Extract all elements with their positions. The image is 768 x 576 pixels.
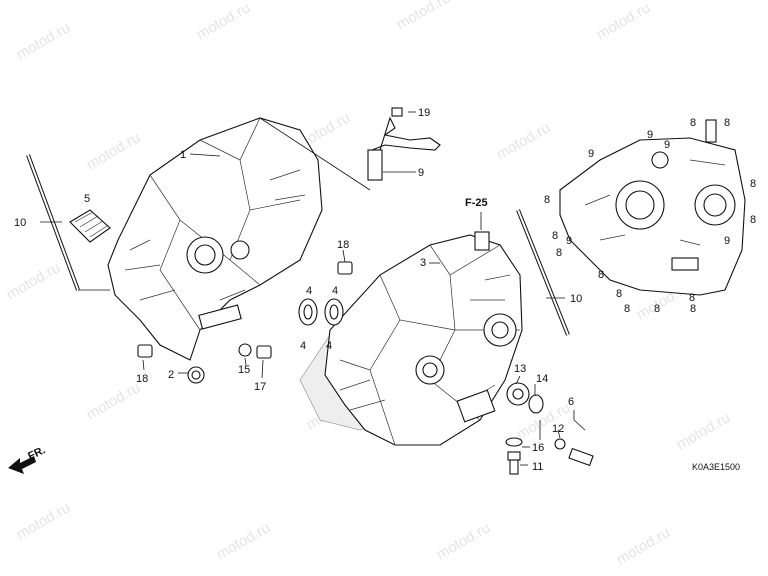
callout-12: 12 [552, 423, 564, 435]
callout-17: 17 [254, 381, 266, 393]
right-crankcase-cover-view [559, 119, 746, 296]
callout-8: 8 [544, 194, 550, 206]
watermark-text: motod.ru [4, 259, 64, 303]
callout-8: 8 [624, 303, 630, 315]
part-19-bolt-and-7-sensor [367, 107, 441, 181]
callout-4-c: 4 [300, 340, 306, 352]
watermark-text: motod.ru [494, 119, 554, 163]
callout-11: 11 [532, 461, 543, 473]
watermark-text: motod.ru [14, 19, 74, 63]
callout-5: 5 [84, 193, 90, 205]
front-direction-indicator: FR. [8, 444, 47, 474]
part-4-bearings [298, 298, 344, 326]
callout-8: 8 [654, 303, 660, 315]
watermark-text: motod.ru [394, 0, 454, 33]
watermark-text: motod.ru [14, 499, 74, 543]
callout-8: 8 [690, 117, 696, 129]
callout-8: 8 [750, 178, 756, 190]
left-crankcase [107, 117, 323, 361]
part-16-11-drain-bolt [505, 437, 523, 475]
callout-15: 15 [238, 364, 250, 376]
callout-8: 8 [724, 117, 730, 129]
leader-lines [40, 111, 586, 466]
watermark-text: motod.ru [614, 524, 674, 568]
callout-9: 9 [566, 235, 572, 247]
callout-9: 9 [664, 139, 670, 151]
drawing-code: K0A3E1500 [692, 462, 740, 472]
watermark-text: motod.ru [194, 0, 254, 43]
callout-8: 8 [616, 288, 622, 300]
callout-2: 2 [168, 369, 174, 381]
callout-16: 16 [532, 442, 544, 454]
part-15-17-seal [238, 343, 272, 359]
callout-4-d: 4 [326, 340, 332, 352]
part-2-plug [187, 366, 205, 384]
watermark-text: motod.ru [214, 519, 274, 563]
callout-13: 13 [514, 363, 526, 375]
watermark-text: motod.ru [84, 379, 144, 423]
watermark-text: motod.ru [434, 519, 494, 563]
callout-3: 3 [420, 257, 426, 269]
watermark-text: motod.ru [674, 409, 734, 453]
callout-19: 19 [418, 107, 430, 119]
part-6-12-switch [554, 438, 594, 467]
front-arrow-icon [8, 456, 36, 474]
callout-10-right: 10 [570, 293, 582, 305]
callout-7: 9 [418, 167, 424, 179]
callout-8: 8 [750, 214, 756, 226]
callout-8: 8 [689, 292, 695, 304]
right-crankcase [299, 231, 523, 446]
callout-6: 6 [568, 396, 574, 408]
callout-8: 8 [598, 269, 604, 281]
watermark-text: motod.ru [594, 0, 654, 43]
part-13-14-bearing [506, 382, 544, 414]
callout-18-lower: 18 [136, 373, 148, 385]
callout-labels: 1 5 10 19 9 F-25 18 3 4 4 4 4 10 18 2 15… [14, 107, 756, 473]
callout-8: 8 [690, 303, 696, 315]
part-18-dowel-lower [137, 344, 153, 358]
callout-9: 9 [647, 129, 653, 141]
part-18-dowel-upper [337, 261, 353, 275]
callout-14: 14 [536, 373, 548, 385]
stud-bolt-left [26, 154, 80, 291]
callout-9: 9 [724, 235, 730, 247]
callout-1: 1 [180, 149, 186, 161]
callout-8: 8 [552, 230, 558, 242]
callout-4-a: 4 [306, 285, 312, 297]
watermark-text: motod.ru [84, 129, 144, 173]
callout-18-upper: 18 [337, 239, 349, 251]
part-5-pad [69, 209, 111, 243]
callout-9: 9 [588, 148, 594, 160]
stud-bolt-right [516, 209, 570, 336]
callout-4-b: 4 [332, 285, 338, 297]
section-ref-f25: F-25 [465, 197, 488, 209]
callout-10-left: 10 [14, 217, 26, 229]
direction-label: FR. [26, 444, 47, 462]
callout-8: 8 [556, 247, 562, 259]
